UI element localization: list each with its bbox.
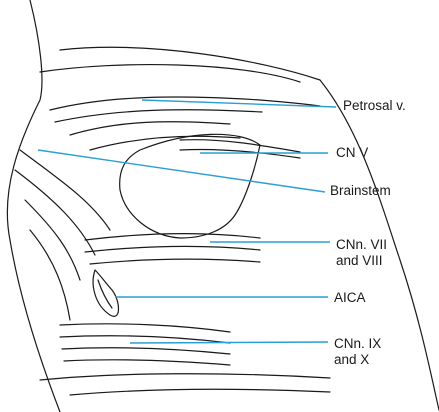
cn-v-drawing xyxy=(179,139,301,153)
label-petrosal-v: Petrosal v. xyxy=(343,98,406,113)
aica-drawing xyxy=(92,269,120,317)
label-cnn-ix-x-line1: CNn. IX xyxy=(334,336,382,351)
label-cn-v: CN V xyxy=(336,145,369,160)
cn-ix-x-drawing xyxy=(59,323,231,333)
label-cnn-ix-x: CNn. IX and X xyxy=(334,336,381,368)
label-cnn-vii-viii-line2: and VIII xyxy=(336,253,383,268)
top-contour xyxy=(39,63,301,83)
cn-vii-viii-drawing xyxy=(84,233,261,241)
leader-brainstem xyxy=(37,149,326,193)
brainstem-drawing xyxy=(119,133,261,239)
right-contour xyxy=(59,46,439,411)
outer-contour xyxy=(6,0,61,412)
petrosal-vein-drawing xyxy=(49,96,321,111)
leader-petrosal-v xyxy=(141,99,337,108)
label-aica: AICA xyxy=(334,290,366,305)
leader-cnn-ix-x xyxy=(129,341,329,344)
label-brainstem: Brainstem xyxy=(330,183,391,198)
label-cnn-vii-viii: CNn. VII and VIII xyxy=(336,237,387,269)
label-cnn-vii-viii-line1: CNn. VII xyxy=(336,237,388,252)
label-cnn-ix-x-line2: and X xyxy=(334,352,370,367)
